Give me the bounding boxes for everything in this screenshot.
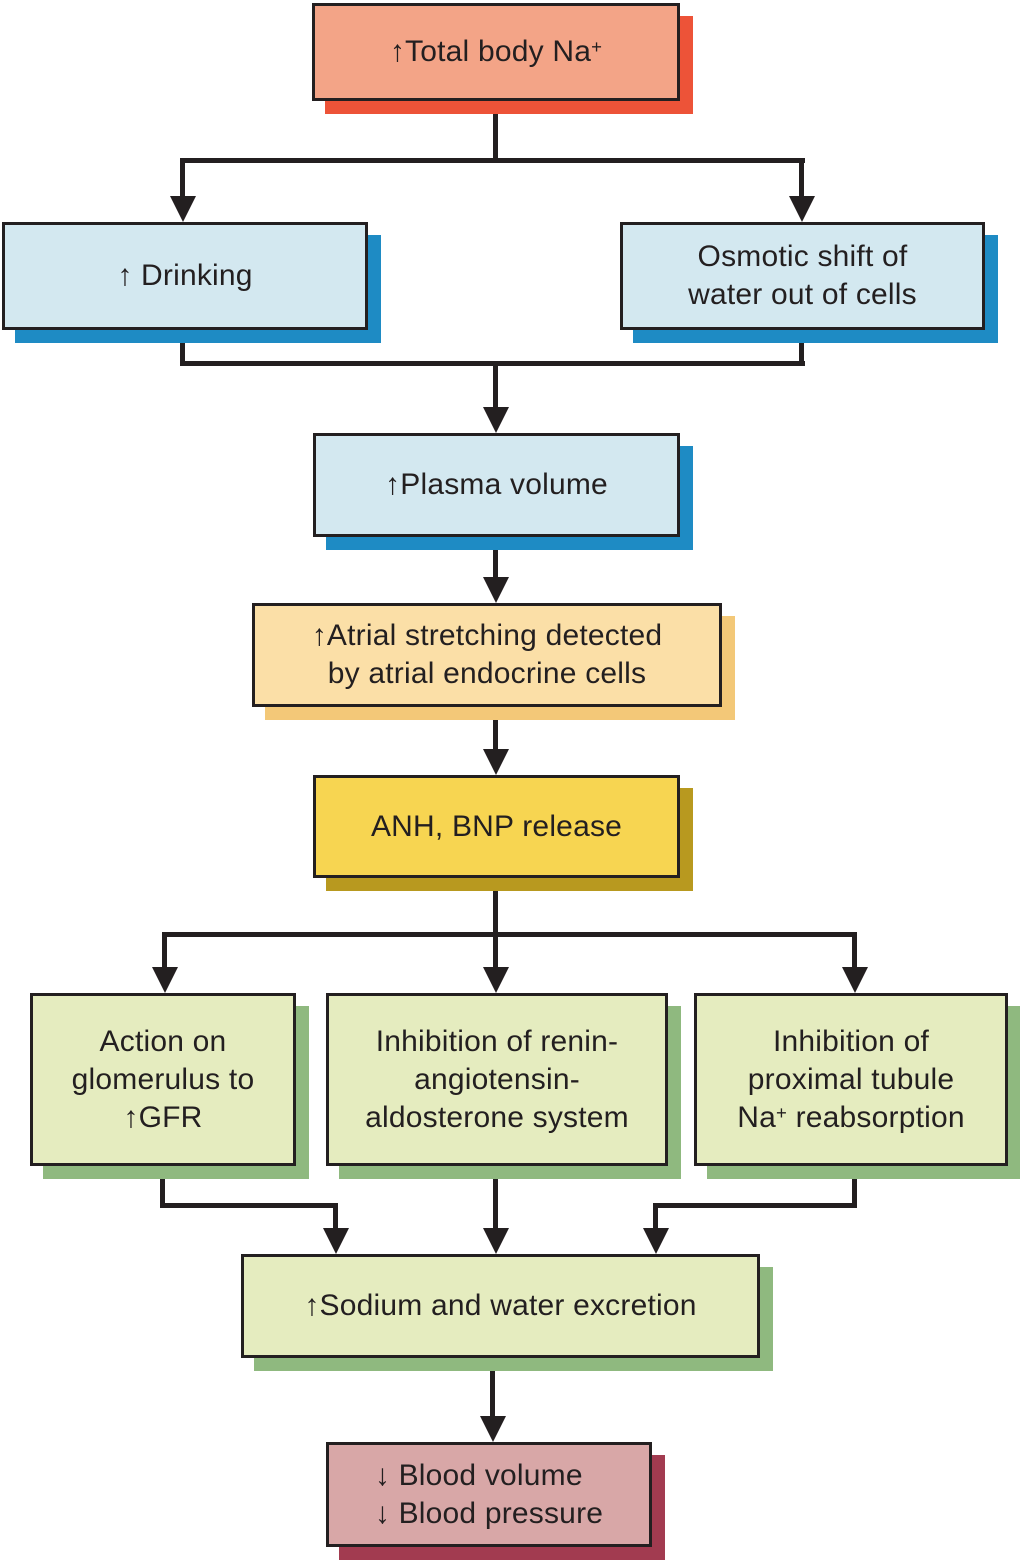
node-blood-volume-pressure-label: ↓ Blood volume↓ Blood pressure	[374, 1458, 604, 1530]
node-plasma-volume-label: ↑Plasma volume	[385, 468, 608, 501]
connector-branch-right-drop	[799, 158, 804, 200]
node-total-body-sodium-label: ↑Total body Na+	[389, 35, 603, 68]
arrowhead-to-raas	[483, 967, 509, 993]
node-drinking-label: ↑ Drinking	[117, 259, 253, 292]
connector-atrial-down	[493, 707, 498, 751]
connector-anh-right-drop	[852, 932, 857, 969]
connector-proximal-down	[852, 1166, 857, 1208]
arrowhead-to-osmotic	[789, 196, 815, 222]
connector-branch-left-drop	[180, 158, 185, 200]
node-sodium-water-excretion: ↑Sodium and water excretion	[241, 1254, 760, 1358]
arrowhead-to-drinking	[170, 196, 196, 222]
node-sodium-water-excretion-label: ↑Sodium and water excretion	[304, 1289, 697, 1322]
node-plasma-volume: ↑Plasma volume	[313, 433, 680, 537]
connector-osmotic-down	[799, 330, 804, 366]
arrowhead-left-to-excretion	[323, 1228, 349, 1254]
connector-glomerulus-jog	[160, 1203, 338, 1208]
node-raas-inhibition: Inhibition of renin-angiotensin-aldoster…	[326, 993, 668, 1166]
connector-glomerulus-down	[160, 1166, 165, 1208]
connector-drinking-down	[180, 330, 185, 366]
node-blood-volume-pressure: ↓ Blood volume↓ Blood pressure	[326, 1442, 652, 1547]
arrowhead-to-atrial	[483, 577, 509, 603]
arrowhead-to-glomerulus	[152, 967, 178, 993]
connector-raas-down	[493, 1166, 498, 1230]
arrowhead-to-anh	[483, 749, 509, 775]
connector-proximal-drop	[653, 1203, 658, 1230]
arrowhead-to-blood	[480, 1416, 506, 1442]
connector-merge-line	[180, 361, 805, 366]
node-raas-inhibition-label: Inhibition of renin-angiotensin-aldoster…	[365, 1024, 629, 1134]
node-total-body-sodium: ↑Total body Na+	[312, 3, 680, 101]
arrowhead-to-plasma	[483, 407, 509, 433]
connector-anh-down	[493, 878, 498, 969]
connector-proximal-jog	[653, 1203, 857, 1208]
connector-anh-branch	[162, 932, 857, 937]
node-drinking: ↑ Drinking	[2, 222, 368, 330]
connector-top-branch	[180, 158, 805, 163]
connector-total-down	[493, 100, 498, 162]
arrowhead-to-proximal	[842, 967, 868, 993]
connector-excretion-down	[490, 1358, 495, 1418]
connector-plasma-down	[493, 537, 498, 579]
node-anh-bnp-release: ANH, BNP release	[313, 775, 680, 878]
connector-glomerulus-drop	[333, 1203, 338, 1230]
connector-anh-left-drop	[162, 932, 167, 969]
arrowhead-center-to-excretion	[483, 1228, 509, 1254]
connector-merge-drop	[493, 361, 498, 409]
node-anh-bnp-release-label: ANH, BNP release	[370, 809, 623, 843]
arrowhead-right-to-excretion	[643, 1228, 669, 1254]
